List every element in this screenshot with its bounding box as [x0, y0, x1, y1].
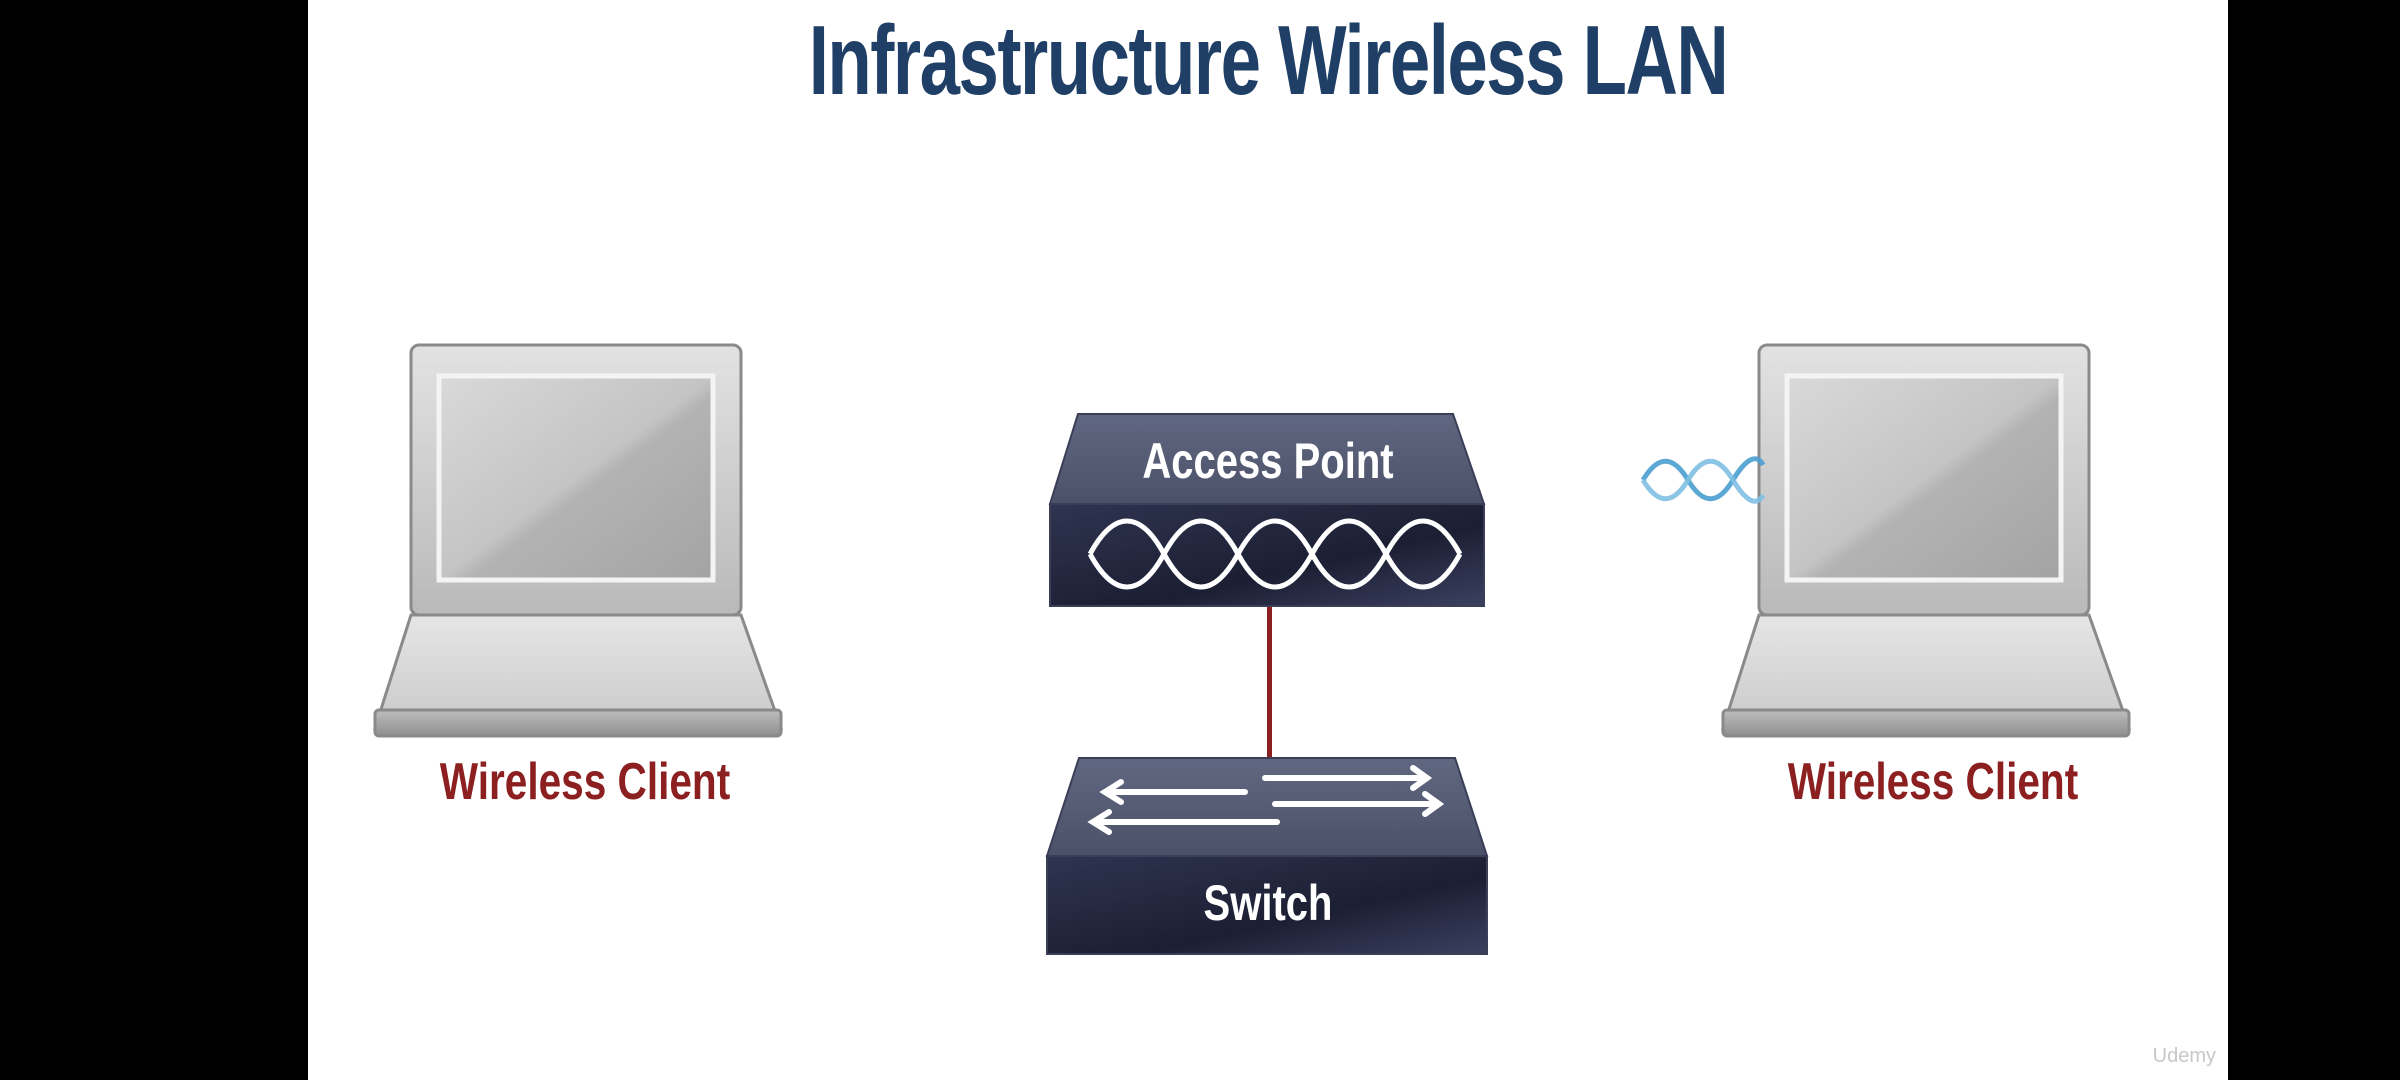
switch-icon: [1045, 757, 1489, 955]
laptop-right-icon: [1720, 343, 2132, 738]
ethernet-link: [1267, 605, 1272, 761]
switch-label: Switch: [1203, 875, 1333, 931]
wireless-signal-icon: [1640, 456, 1766, 504]
diagram-title: Infrastructure Wireless LAN: [808, 5, 1729, 115]
wireless-client-right-label: Wireless Client: [1787, 753, 2079, 811]
laptop-left-icon: [372, 343, 784, 738]
access-point-label: Access Point: [1142, 433, 1394, 489]
watermark: Udemy: [2152, 1045, 2216, 1067]
wireless-client-left-label: Wireless Client: [439, 753, 731, 811]
access-point-icon: [1048, 413, 1486, 607]
slide: Infrastructure Wireless LAN: [308, 0, 2228, 1080]
